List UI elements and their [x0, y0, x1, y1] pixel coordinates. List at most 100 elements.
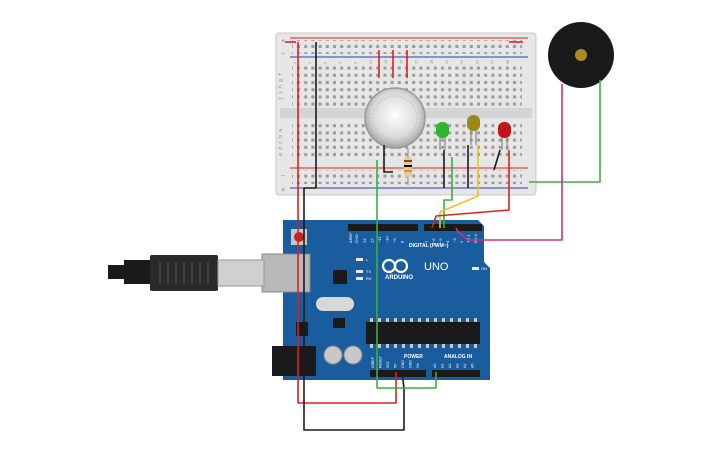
column-number-6: 13 [384, 60, 388, 64]
aref-label: AREF [348, 232, 353, 243]
gnd-label: GND [354, 234, 359, 243]
led-rx-label: RX [366, 276, 372, 281]
digital-pin-high-2: ~11 [377, 236, 382, 243]
power-pin-6: Vin [416, 363, 420, 368]
crystal [316, 297, 354, 311]
power-pin-5: GND [409, 360, 413, 368]
rail-plus-label-bottom: + [281, 186, 285, 194]
digital-pin-high-4: ~9 [392, 238, 397, 243]
power-jack[interactable] [272, 346, 316, 376]
analog-header-label: ANALOG IN [444, 354, 472, 360]
digital-pin-low-0: 7 [424, 240, 429, 243]
arduino-uno[interactable]: ARDUINO UNO DIGITAL (PWM~) POWER ANALOG … [261, 220, 490, 380]
usb-port[interactable] [261, 253, 311, 293]
digital-pin-low-2: ~5 [438, 238, 443, 243]
digital-header-low[interactable] [424, 224, 482, 231]
led-l-label: L [366, 257, 369, 262]
column-number-9: 19 [430, 60, 434, 64]
digital-pin-low-3: 4 [445, 240, 450, 243]
wires [285, 41, 601, 431]
wire-magenta-buzzer[interactable] [455, 84, 563, 241]
digital-pin-low-7: RX 0 [473, 233, 478, 243]
digital-pin-low-4: ~3 [452, 238, 457, 243]
analog-header[interactable] [432, 370, 480, 377]
row-letters-top: j i h g f [278, 73, 284, 100]
wire-yellow-led[interactable] [439, 145, 479, 228]
column-number-10: 21 [445, 60, 449, 64]
column-number-8: 17 [415, 60, 419, 64]
power-pin-1: RESET [379, 355, 383, 368]
digital-pin-low-6: TX 1 [466, 234, 471, 243]
column-number-13: 27 [491, 60, 495, 64]
atmega-chip [366, 322, 480, 344]
analog-pin-4: A4 [463, 364, 467, 368]
rail-minus-label-bottom: − [281, 172, 285, 180]
digital-header-high[interactable] [348, 224, 418, 231]
led-rx [356, 277, 363, 280]
wire-black-sensor[interactable] [383, 145, 393, 173]
wire-red-led-pin[interactable] [431, 150, 510, 229]
power-rail-top[interactable] [292, 40, 522, 54]
column-number-7: 15 [399, 60, 403, 64]
resistor[interactable] [404, 148, 412, 185]
column-number-11: 23 [460, 60, 464, 64]
model-label: UNO [424, 261, 449, 273]
column-number-0: 1 [293, 62, 297, 64]
column-number-14: 29 [506, 60, 510, 64]
led-red[interactable] [498, 122, 511, 150]
analog-pin-3: A3 [456, 364, 460, 368]
column-number-2: 5 [323, 62, 327, 64]
digital-header-label: DIGITAL (PWM~) [409, 243, 449, 249]
brand-label: ARDUINO [385, 275, 413, 281]
row-letters-bottom: e d c b a [278, 129, 284, 156]
arduino-logo [381, 258, 409, 274]
led-yellow[interactable] [467, 115, 480, 145]
digital-pin-low-1: ~6 [431, 238, 436, 243]
capacitor-1 [323, 345, 343, 365]
led-green[interactable] [436, 122, 449, 150]
wire-green-sensor-a0[interactable] [376, 160, 437, 389]
power-pin-3: 5V [394, 363, 398, 368]
digital-pin-low-5: 2 [459, 240, 464, 243]
usb-cable[interactable] [108, 255, 265, 291]
power-pin-4: GND [401, 360, 405, 368]
capacitor-2 [343, 345, 363, 365]
led-group [436, 115, 511, 150]
gas-sensor[interactable] [364, 87, 426, 149]
analog-pin-0: A0 [433, 364, 437, 368]
digital-pin-high-3: ~10 [385, 235, 390, 243]
power-header[interactable] [370, 370, 426, 377]
analog-pin-5: A5 [471, 364, 475, 368]
power-pin-2: 3V3 [386, 362, 390, 368]
digital-pin-high-5: 8 [400, 240, 405, 243]
led-l [356, 258, 363, 261]
wire-green-led[interactable] [443, 157, 453, 228]
digital-pin-high-0: 13 [362, 238, 367, 243]
column-number-4: 9 [354, 62, 358, 64]
digital-pin-high-1: 12 [370, 238, 375, 243]
led-on-label: ON [481, 266, 487, 271]
column-number-5: 11 [369, 60, 373, 64]
piezo-buzzer[interactable] [548, 22, 614, 88]
rail-minus-label: − [281, 50, 285, 58]
analog-pin-2: A2 [448, 364, 452, 368]
wire-black-led-red[interactable] [493, 149, 501, 171]
led-on [472, 267, 479, 270]
column-number-12: 25 [475, 60, 479, 64]
rail-plus-label: + [281, 37, 285, 45]
led-tx-label: TX [366, 269, 371, 274]
power-header-label: POWER [404, 354, 423, 360]
power-pin-0: IOREF [371, 356, 375, 368]
buzzer-center [575, 49, 587, 61]
wire-green-buzzer[interactable] [529, 80, 601, 183]
led-tx [356, 270, 363, 273]
analog-pin-1: A1 [441, 364, 445, 368]
regulator [296, 322, 308, 336]
column-number-1: 3 [308, 62, 312, 64]
column-number-3: 7 [339, 62, 343, 64]
